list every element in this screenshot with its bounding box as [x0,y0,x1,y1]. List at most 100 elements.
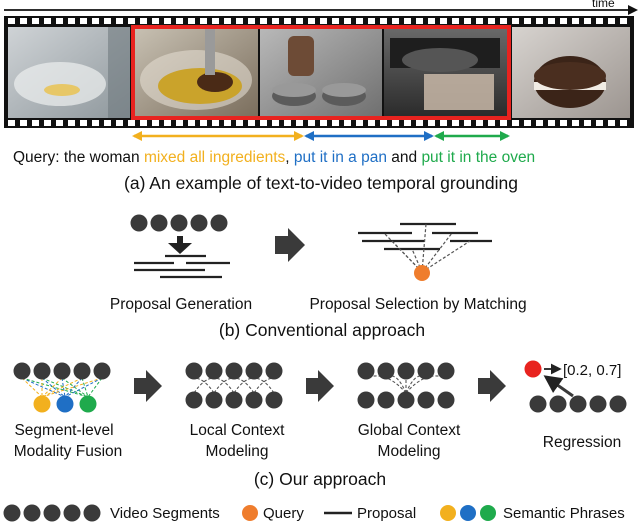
film-sprocket-hole [188,120,195,126]
segment-node-top [225,362,243,380]
legend-segment-dot [23,504,41,522]
segment-node-bottom [437,391,455,409]
film-sprocket-hole [404,120,411,126]
film-sprocket-hole [620,18,627,24]
fusion-link [21,377,66,398]
caption-b: (b) Conventional approach [219,320,425,340]
film-sprocket-hole [8,18,15,24]
film-sprocket-hole [464,120,471,126]
film-sprocket-hole [608,18,615,24]
grounded-segment-highlight [131,25,511,120]
segment-node [93,362,111,380]
caption-c: (c) Our approach [254,469,386,489]
query-phrase-2: put it in a pan [294,149,387,166]
film-sprocket-hole [500,120,507,126]
film-sprocket-hole [56,120,63,126]
segment-node-bottom [357,391,375,409]
film-sprocket-hole [596,120,603,126]
generated-proposals [134,254,230,279]
segment-node [589,395,607,413]
fusion-link [64,377,103,398]
segment-node [33,362,51,380]
fusion-label-line2: Modality Fusion [14,443,123,460]
global-label-line1: Global Context [358,422,461,439]
film-sprocket-hole [68,120,75,126]
local-link [253,377,275,394]
legend-segment-dot [83,504,101,522]
film-sprocket-hole [188,18,195,24]
time-axis-arrowhead [628,5,638,15]
video-frame-2 [132,27,258,118]
segment-node-bottom [377,391,395,409]
film-sprocket-hole [332,120,339,126]
segment-node-top [417,362,435,380]
film-sprocket-hole [92,18,99,24]
legend-segment-dot [63,504,81,522]
film-sprocket-hole [212,120,219,126]
film-sprocket-hole [320,120,327,126]
span-arrow-phrase2 [304,131,434,141]
film-sprocket-hole [476,18,483,24]
film-strip [4,16,634,128]
segment-node-bottom [265,391,283,409]
fusion-link [81,377,89,398]
film-sprocket-hole [428,120,435,126]
time-label: time [592,0,615,10]
film-sprocket-hole [428,18,435,24]
film-sprocket-hole [140,18,147,24]
film-sprocket-hole [296,18,303,24]
segment-node [150,214,168,232]
regression-feedback-arrow [543,375,574,398]
film-sprocket-hole [224,18,231,24]
film-sprocket-hole [416,18,423,24]
film-sprocket-hole [416,120,423,126]
arrow-ours-1 [134,370,162,402]
segment-node-bottom [185,391,203,409]
query-text: Query: the woman mixed all ingredients, … [13,149,535,166]
segment-node-bottom [245,391,263,409]
query-node-conventional [414,265,430,281]
regression-diagram: [0.2, 0.7] [524,360,627,413]
film-sprocket-hole [32,120,39,126]
arrow-ours-3 [478,370,506,402]
regression-segments [529,395,627,413]
film-sprocket-hole [572,120,579,126]
video-frame-4 [384,27,508,118]
local-link [193,377,215,394]
segment-node [210,214,228,232]
segment-node-top [357,362,375,380]
segment-node-top [437,362,455,380]
film-sprocket-hole [560,18,567,24]
arrow-conventional [275,228,305,262]
local-context-links [193,377,275,394]
film-sprocket-hole [584,18,591,24]
fusion-link [41,377,89,398]
phrase-node-yellow [33,395,51,413]
film-sprocket-hole [200,120,207,126]
film-sprocket-hole [224,120,231,126]
segment-node [529,395,547,413]
film-sprocket-hole [164,18,171,24]
film-sprocket-hole [248,120,255,126]
fusion-link [61,377,66,398]
caption-a: (a) An example of text-to-video temporal… [124,173,518,193]
segment-node-top [245,362,263,380]
film-sprocket-hole [236,18,243,24]
query-prefix: Query: the woman [13,149,144,166]
film-sprocket-hole [260,120,267,126]
segment-node [13,362,31,380]
film-sprocket-hole [524,120,531,126]
film-sprocket-hole [284,120,291,126]
film-sprocket-hole [608,120,615,126]
segment-node-top [265,362,283,380]
film-sprocket-hole [104,120,111,126]
global-context-diagram [357,362,455,409]
segment-node-top [397,362,415,380]
film-sprocket-hole [392,18,399,24]
proposal-generation-label: Proposal Generation [110,296,252,313]
film-sprocket-hole [404,18,411,24]
fusion-link [21,377,43,398]
local-link [233,377,255,394]
query-separator-2: and [387,149,421,166]
legend-query-icon [242,505,258,521]
